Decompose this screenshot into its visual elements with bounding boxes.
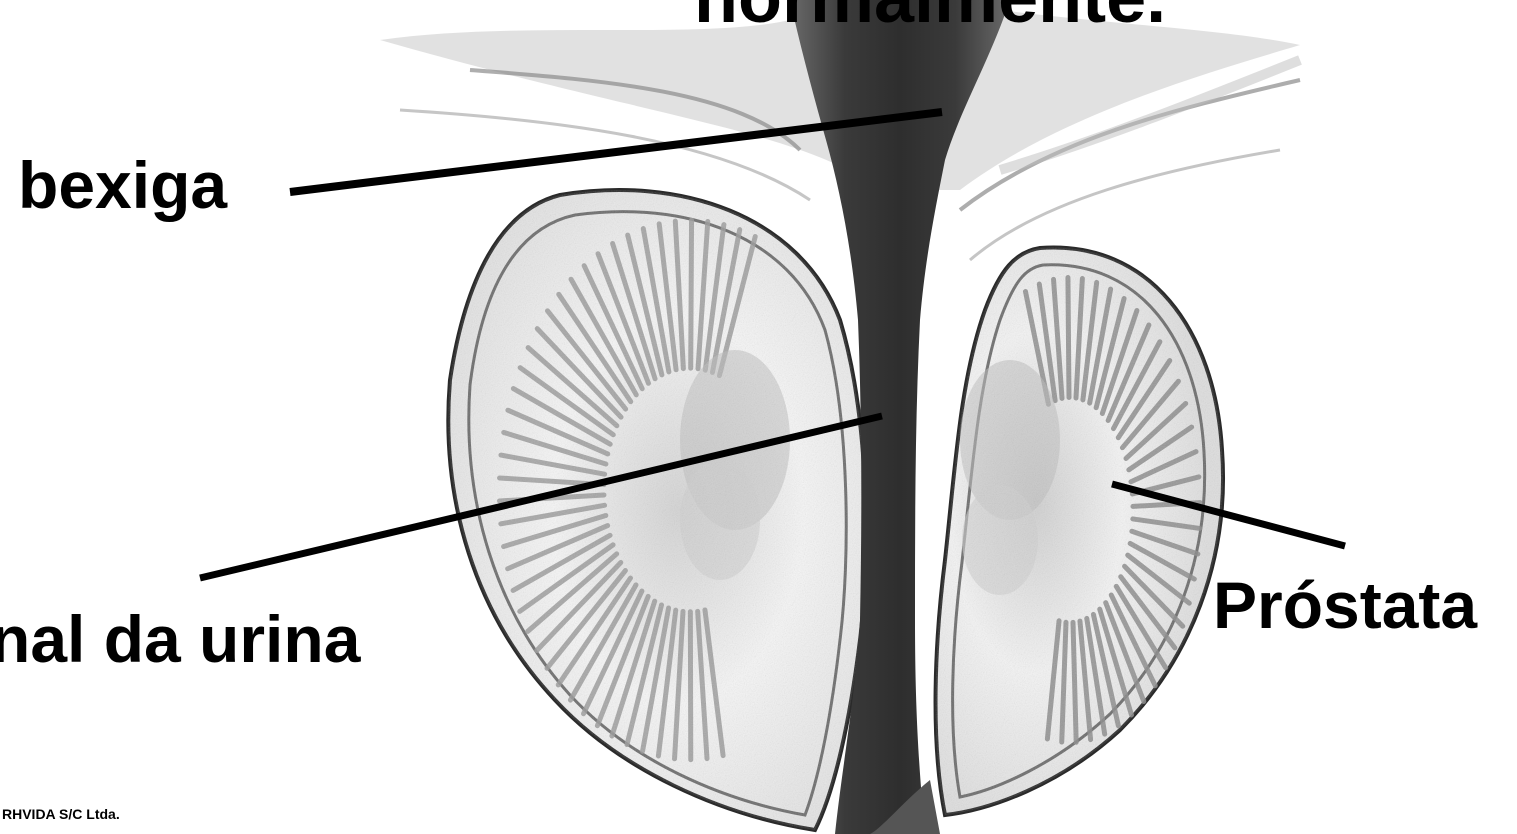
prostate-label: Próstata bbox=[1213, 572, 1477, 638]
bladder-label: bexiga bbox=[18, 152, 227, 218]
credit-text: RHVIDA S/C Ltda. bbox=[2, 807, 120, 821]
urine-canal-label: nal da urina bbox=[0, 606, 360, 672]
title-fragment: normalmente. bbox=[694, 0, 1166, 34]
right-prostate-lobe bbox=[936, 248, 1223, 815]
left-prostate-lobe bbox=[448, 190, 866, 830]
